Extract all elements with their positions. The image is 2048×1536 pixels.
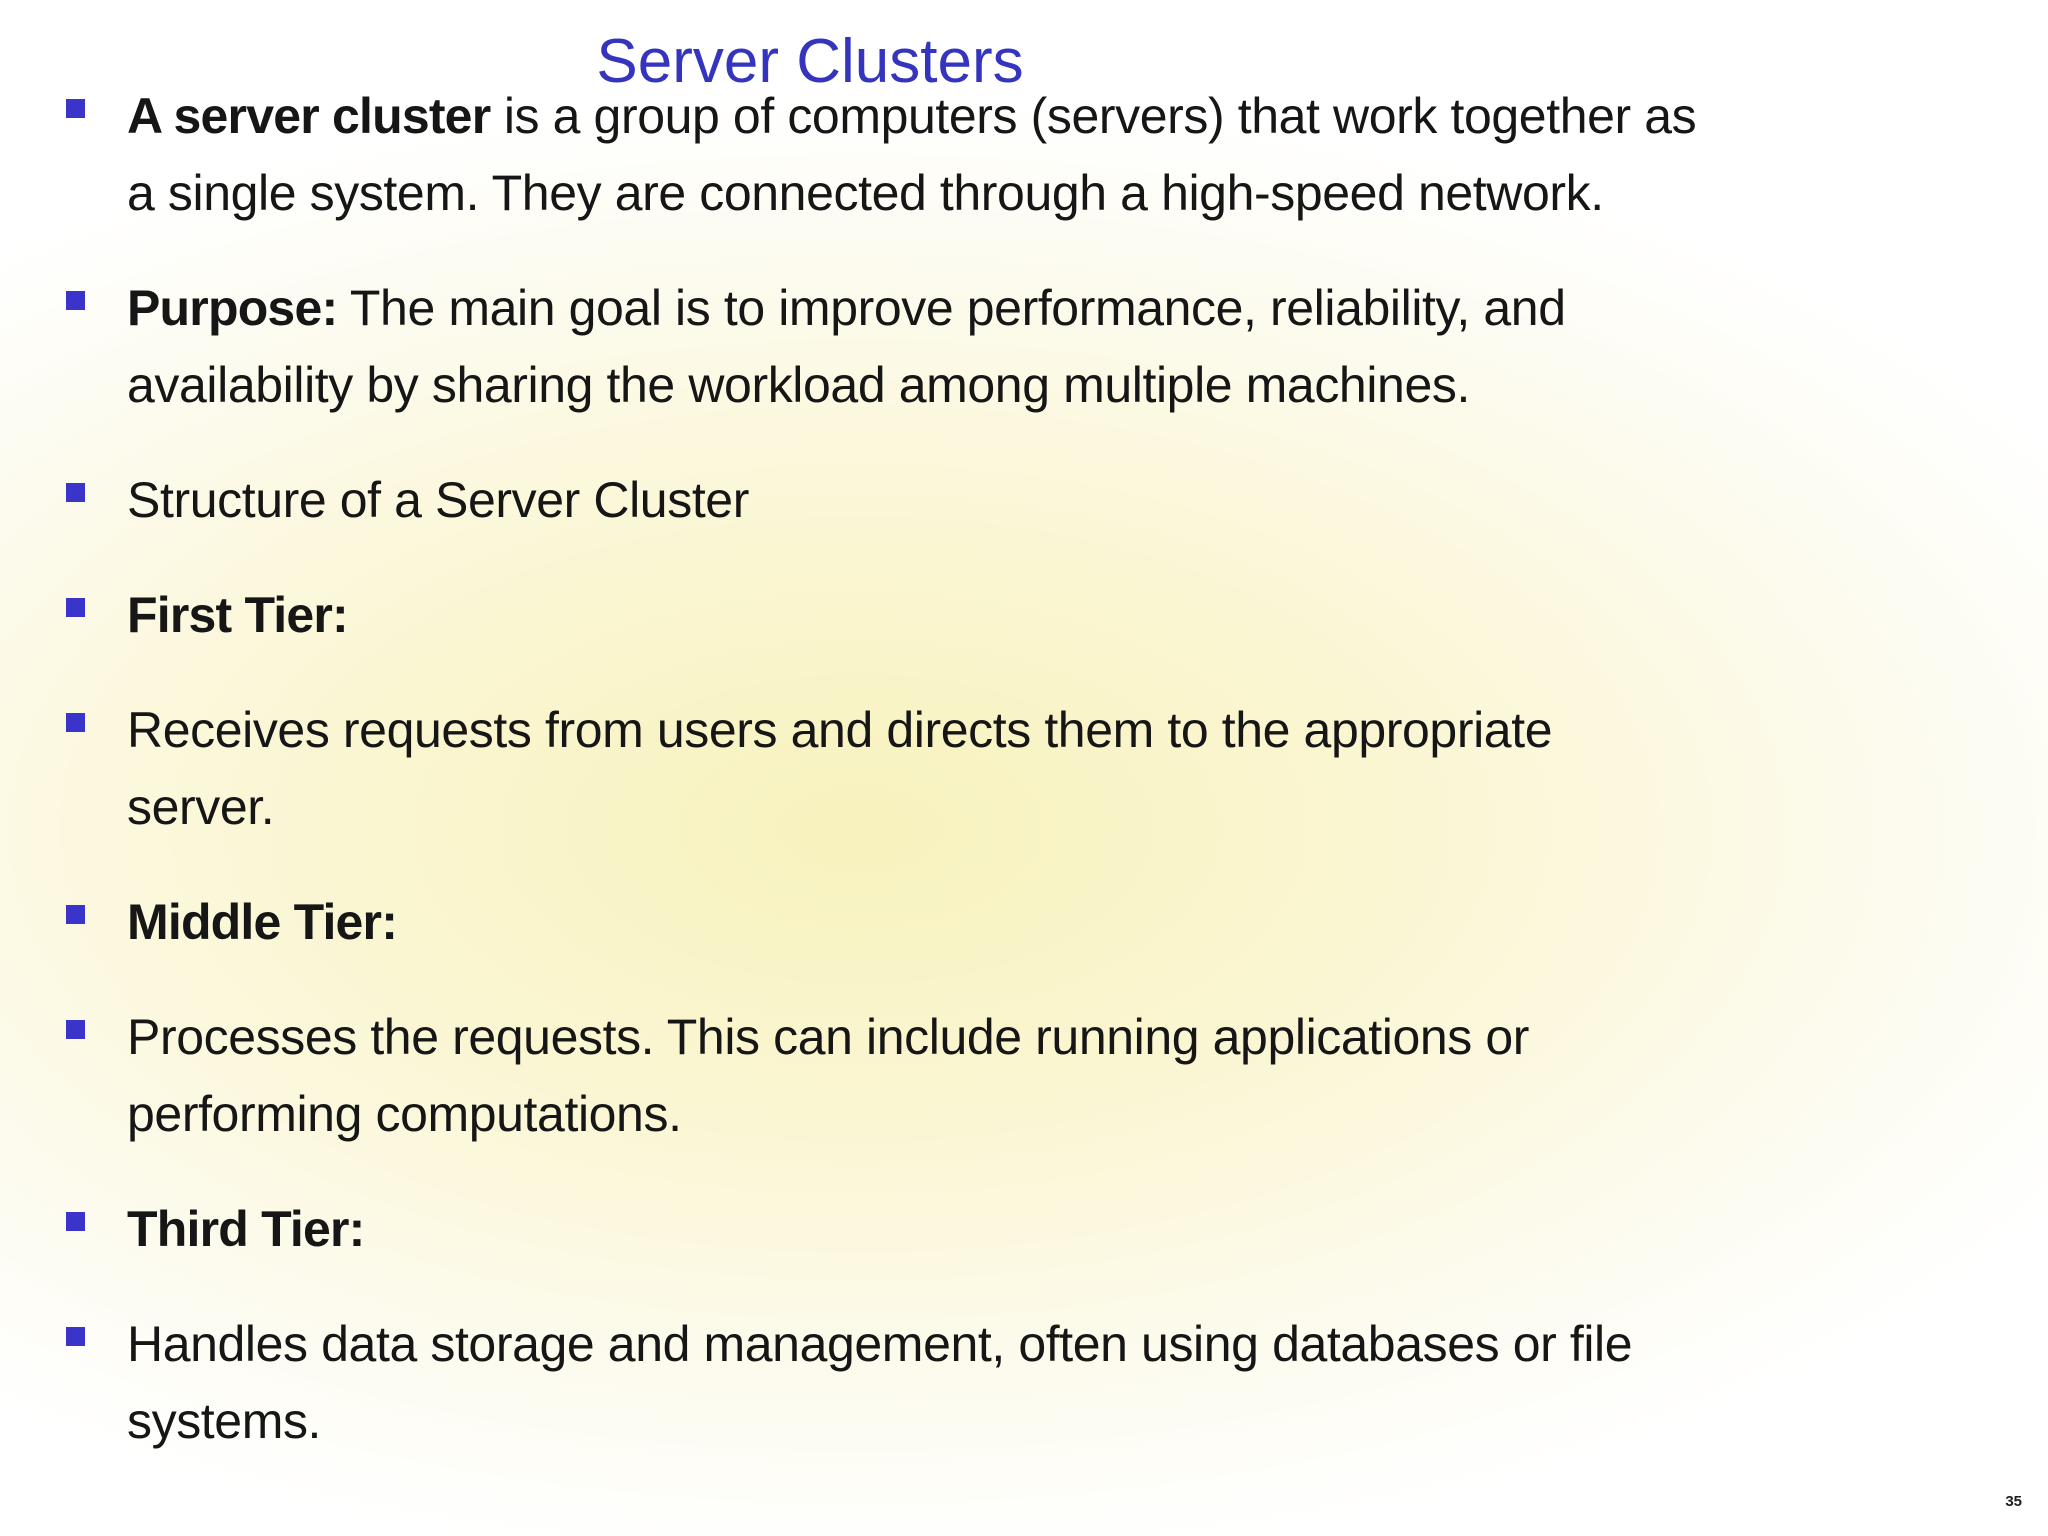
bullet-item: Receives requests from users and directs… — [66, 692, 2018, 846]
square-bullet-icon — [66, 483, 85, 502]
bullet-text-line: a single system. They are connected thro… — [127, 165, 1604, 221]
square-bullet-icon — [66, 1327, 85, 1346]
bullet-text-line: performing computations. — [127, 1086, 682, 1142]
bullet-lines: Handles data storage and management, oft… — [127, 1306, 2018, 1460]
bullet-text-line: availability by sharing the workload amo… — [127, 357, 1470, 413]
square-bullet-icon — [66, 598, 85, 617]
bullet-lines: First Tier: — [127, 577, 2018, 654]
bullet-item: Structure of a Server Cluster — [66, 462, 2018, 539]
bullet-item: Purpose: The main goal is to improve per… — [66, 270, 2018, 424]
square-bullet-icon — [66, 1020, 85, 1039]
bullet-item: A server cluster is a group of computers… — [66, 78, 2018, 232]
slide-body: A server cluster is a group of computers… — [66, 78, 2018, 1498]
bullet-lines: Third Tier: — [127, 1191, 2018, 1268]
bullet-lines: Processes the requests. This can include… — [127, 999, 2018, 1153]
square-bullet-icon — [66, 905, 85, 924]
bullet-text-line: Receives requests from users and directs… — [127, 702, 1553, 758]
page-number: 35 — [2005, 1493, 2022, 1510]
bullet-lines: Receives requests from users and directs… — [127, 692, 2018, 846]
bullet-item: Middle Tier: — [66, 884, 2018, 961]
bullet-text-line: server. — [127, 779, 275, 835]
bullet-lines: Middle Tier: — [127, 884, 2018, 961]
bullet-text-line: A server cluster is a group of computers… — [127, 88, 1697, 144]
slide-title: Server Clusters — [596, 27, 1024, 96]
bullet-item: Third Tier: — [66, 1191, 2018, 1268]
bullet-text-line: Middle Tier: — [127, 894, 398, 950]
square-bullet-icon — [66, 713, 85, 732]
bullet-lines: A server cluster is a group of computers… — [127, 78, 2018, 232]
bullet-text-line: Structure of a Server Cluster — [127, 472, 749, 528]
bullet-text-line: systems. — [127, 1393, 322, 1449]
bullet-text-line: Processes the requests. This can include… — [127, 1009, 1530, 1065]
square-bullet-icon — [66, 1212, 85, 1231]
bullet-lines: Structure of a Server Cluster — [127, 462, 2018, 539]
bullet-lines: Purpose: The main goal is to improve per… — [127, 270, 2018, 424]
bullet-text-line: Handles data storage and management, oft… — [127, 1316, 1633, 1372]
bullet-item: Handles data storage and management, oft… — [66, 1306, 2018, 1460]
bullet-list: A server cluster is a group of computers… — [66, 78, 2018, 1460]
bullet-item: First Tier: — [66, 577, 2018, 654]
bullet-text-line: Purpose: The main goal is to improve per… — [127, 280, 1566, 336]
bullet-item: Processes the requests. This can include… — [66, 999, 2018, 1153]
bullet-text-line: First Tier: — [127, 587, 349, 643]
square-bullet-icon — [66, 291, 85, 310]
square-bullet-icon — [66, 99, 85, 118]
bullet-text-line: Third Tier: — [127, 1201, 365, 1257]
